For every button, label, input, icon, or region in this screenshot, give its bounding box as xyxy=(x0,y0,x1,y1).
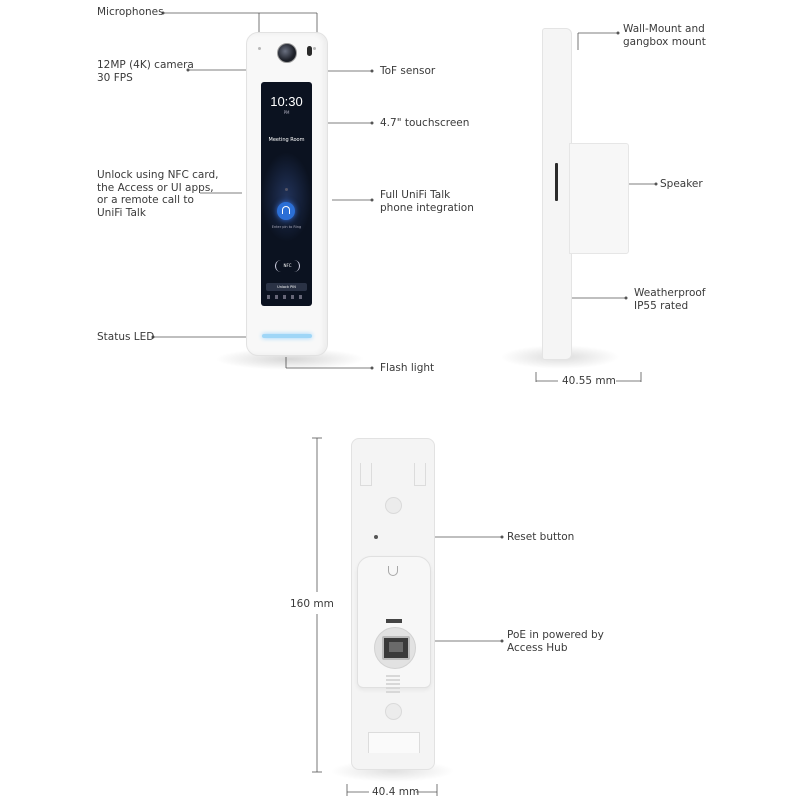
back-view-device xyxy=(351,438,435,770)
tof-sensor xyxy=(307,46,312,56)
label-microphones: Microphones xyxy=(97,6,164,18)
label-wall-mount: Wall-Mount and gangbox mount xyxy=(623,23,706,48)
label-status-led: Status LED xyxy=(97,331,155,343)
front-view-device: 10:30 PM Meeting Room Enter pin to Ring … xyxy=(246,32,328,356)
speaker-slot xyxy=(555,163,558,201)
screen-room: Meeting Room xyxy=(268,137,305,143)
camera-lens xyxy=(277,43,297,63)
side-view-mount-box xyxy=(569,143,629,254)
ethernet-port-icon xyxy=(382,636,410,660)
nfc-icon: NFC xyxy=(275,260,300,272)
screw-hole-top xyxy=(385,497,402,514)
port-label xyxy=(386,619,402,623)
microphone-left xyxy=(258,47,261,50)
label-touchscreen: 4.7" touchscreen xyxy=(380,117,470,129)
dimension-depth: 40.55 mm xyxy=(562,375,616,387)
mount-slot-left xyxy=(360,463,372,486)
label-talk: Full UniFi Talk phone integration xyxy=(380,189,474,214)
status-led xyxy=(262,334,312,338)
label-poe: PoE in powered by Access Hub xyxy=(507,629,604,654)
label-weatherproof: Weatherproof IP55 rated xyxy=(634,287,706,312)
ubiquiti-logo-icon xyxy=(388,566,398,576)
label-speaker: Speaker xyxy=(660,178,703,190)
bell-icon xyxy=(282,206,290,214)
bottom-cutout xyxy=(368,732,420,753)
unlock-pin-button[interactable]: Unlock PIN xyxy=(266,283,307,291)
screen-bottom-icons xyxy=(267,295,307,299)
regulatory-markings xyxy=(386,675,400,695)
dimension-width: 40.4 mm xyxy=(372,786,420,798)
microphone-right xyxy=(313,47,316,50)
label-flash-light: Flash light xyxy=(380,362,435,374)
mount-slot-right xyxy=(414,463,426,486)
label-unlock: Unlock using NFC card, the Access or UI … xyxy=(97,169,219,219)
label-reset-button: Reset button xyxy=(507,531,575,543)
screen-ring-hint: Enter pin to Ring xyxy=(271,225,302,229)
screen-time: 10:30 xyxy=(270,94,303,109)
touchscreen[interactable]: 10:30 PM Meeting Room Enter pin to Ring … xyxy=(261,82,312,306)
label-camera: 12MP (4K) camera 30 FPS xyxy=(97,59,194,84)
screen-dot xyxy=(285,188,288,191)
screen-glow xyxy=(261,152,312,242)
label-tof-sensor: ToF sensor xyxy=(380,65,436,77)
ring-button[interactable] xyxy=(277,202,295,220)
reset-button[interactable] xyxy=(374,535,378,539)
dimension-height: 160 mm xyxy=(290,598,334,610)
screen-ampm: PM xyxy=(283,110,290,115)
back-mount-plate xyxy=(357,556,431,688)
screw-hole-bottom xyxy=(385,703,402,720)
